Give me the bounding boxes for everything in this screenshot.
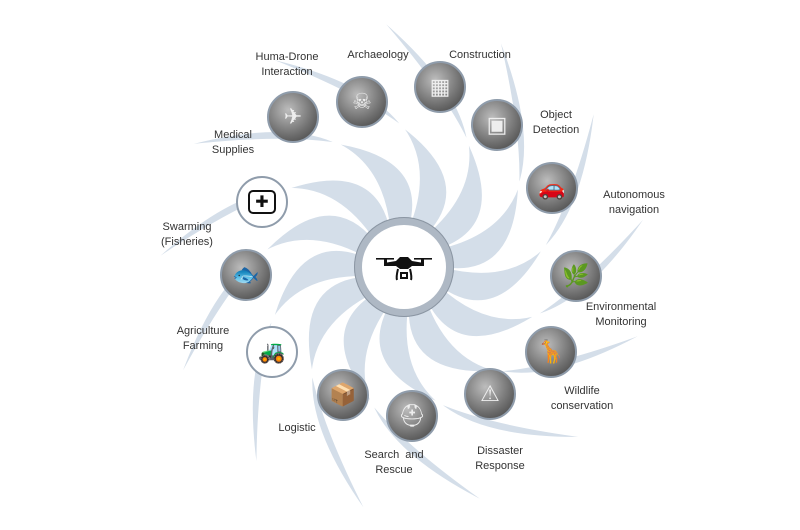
environment-icon: 🌿 xyxy=(562,263,590,288)
application-label: Huma-Drone Interaction xyxy=(255,51,319,78)
application-node: 🚗 xyxy=(526,162,578,214)
logistic-icon: 📦 xyxy=(329,382,357,407)
swirl-blade xyxy=(307,275,375,515)
application-label: Archaeology xyxy=(347,49,409,61)
application-node: ☠ xyxy=(336,76,388,128)
application-node: ✚ xyxy=(236,176,288,228)
construction-icon: ▦ xyxy=(429,74,451,99)
swirl-blade xyxy=(179,214,376,378)
swirl-blade xyxy=(407,299,646,374)
object-detection-icon: ▣ xyxy=(486,112,508,137)
application-label: Logistic xyxy=(278,422,316,434)
swirl-blade xyxy=(342,292,488,504)
disaster-icon: ⚠ xyxy=(480,381,500,406)
application-node: 🐟 xyxy=(220,249,272,301)
swirl-blade xyxy=(438,35,526,270)
central-drone-hub xyxy=(354,217,454,317)
application-label: Environmental Monitoring xyxy=(585,301,657,328)
swirl-blade xyxy=(153,179,392,262)
application-label: Swarming (Fisheries) xyxy=(161,221,213,248)
application-label: Search and Rescue xyxy=(364,449,424,476)
application-node: 🌿 xyxy=(550,250,602,302)
application-node: 🦒 xyxy=(525,326,577,378)
application-label: Medical Supplies xyxy=(211,129,255,156)
skull-icon: ☠ xyxy=(352,89,372,114)
tractor-icon: 🚜 xyxy=(258,339,286,364)
application-node: ▣ xyxy=(471,99,523,151)
swirl-blade xyxy=(425,212,649,338)
medical-kit-icon: ✚ xyxy=(248,190,276,214)
application-label: Wildlife conservation xyxy=(550,385,614,412)
swirl-blade xyxy=(379,17,483,250)
swirl-blade xyxy=(378,303,588,439)
swirl-blade xyxy=(251,249,366,470)
application-label: Object Detection xyxy=(532,109,580,136)
application-node: 🚜 xyxy=(246,326,298,378)
application-node: ⚠ xyxy=(464,368,516,420)
application-node: 📦 xyxy=(317,369,369,421)
human-drone-icon: ✈ xyxy=(283,104,303,129)
application-label: Autonomous navigation xyxy=(603,189,665,216)
application-node: ✈ xyxy=(267,91,319,143)
wildlife-icon: 🦒 xyxy=(537,339,565,364)
swirl-blade xyxy=(438,105,596,302)
application-node: ⛑ xyxy=(386,390,438,442)
application-node: ▦ xyxy=(414,61,466,113)
drone-icon xyxy=(376,257,432,281)
application-label: Dissaster Response xyxy=(475,445,525,472)
rescue-icon: ⛑ xyxy=(398,403,426,428)
fisheries-icon: 🐟 xyxy=(232,262,260,287)
application-label: Agriculture Farming xyxy=(176,325,230,352)
application-label: Construction xyxy=(449,49,511,61)
car-icon: 🚗 xyxy=(538,175,566,200)
